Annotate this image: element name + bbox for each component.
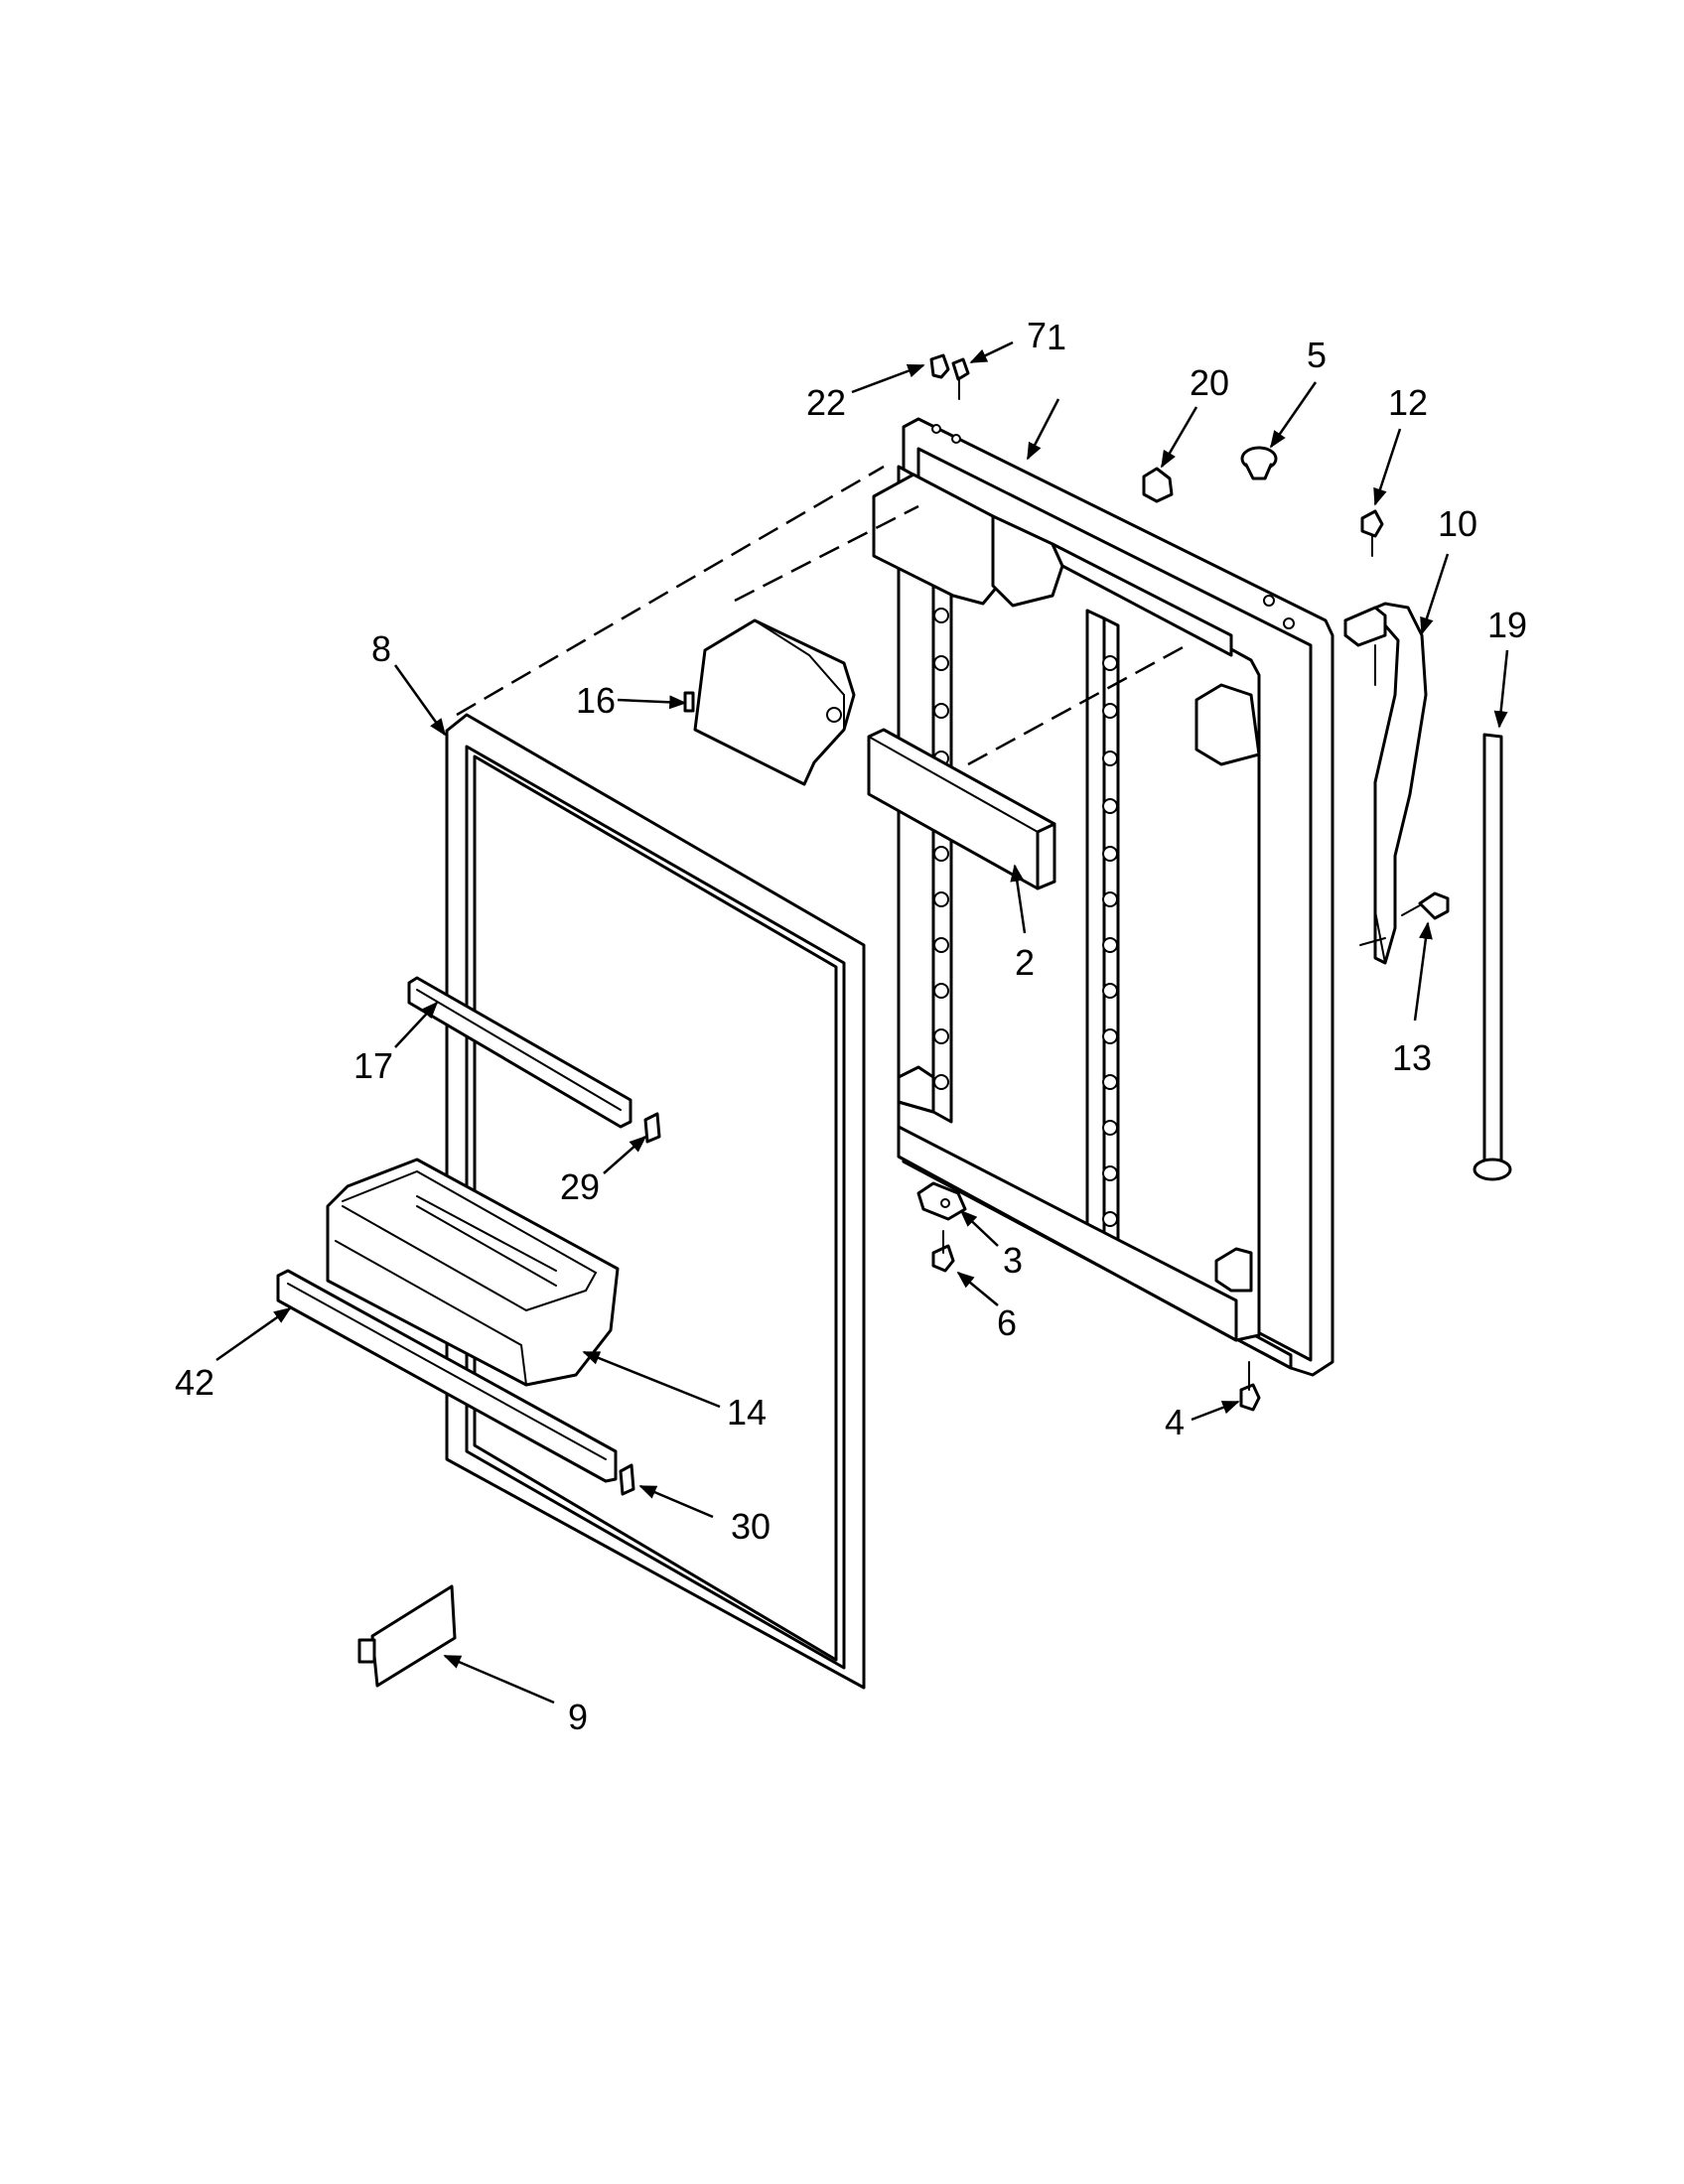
door-tag <box>357 1584 457 1688</box>
door-shelf-bar <box>407 976 632 1129</box>
shelf-retainer-bar <box>867 728 1056 890</box>
hardware <box>916 353 1450 1412</box>
dairy-compartment-cover <box>683 618 856 786</box>
callout-3: 3 <box>1003 1240 1023 1281</box>
callout-12: 12 <box>1388 382 1428 423</box>
door-handle <box>1343 602 1428 965</box>
callout-9: 9 <box>568 1697 588 1737</box>
callout-2: 2 <box>1015 942 1035 983</box>
callout-6: 6 <box>997 1302 1017 1343</box>
callout-22: 22 <box>806 382 846 423</box>
bar-clip <box>619 1463 635 1496</box>
door-liner <box>872 417 1334 1377</box>
bar-end-cap <box>643 1112 661 1144</box>
callout-10: 10 <box>1438 503 1477 544</box>
callout-16: 16 <box>576 680 616 721</box>
callout-7: 7 <box>1027 315 1047 355</box>
callout-8: 8 <box>371 628 391 669</box>
callout-1: 1 <box>1047 317 1066 357</box>
callout-5: 5 <box>1307 335 1327 375</box>
door-gasket <box>445 713 866 1690</box>
callout-13: 13 <box>1392 1037 1432 1078</box>
callout-30: 30 <box>731 1506 771 1547</box>
callout-4: 4 <box>1165 1402 1185 1442</box>
callout-29: 29 <box>560 1166 600 1207</box>
callout-14: 14 <box>727 1392 767 1433</box>
callout-labels: 1 2 3 4 5 6 7 8 9 10 12 13 14 16 17 19 2… <box>175 315 1527 1737</box>
callout-20: 20 <box>1190 362 1229 403</box>
leader-lines <box>215 341 1509 1705</box>
callout-42: 42 <box>175 1362 214 1403</box>
handle-trim-strip <box>1473 733 1512 1181</box>
callout-17: 17 <box>353 1045 393 1086</box>
door-bin <box>326 1158 620 1387</box>
bottom-door-bar <box>276 1269 618 1483</box>
callout-19: 19 <box>1487 605 1527 645</box>
